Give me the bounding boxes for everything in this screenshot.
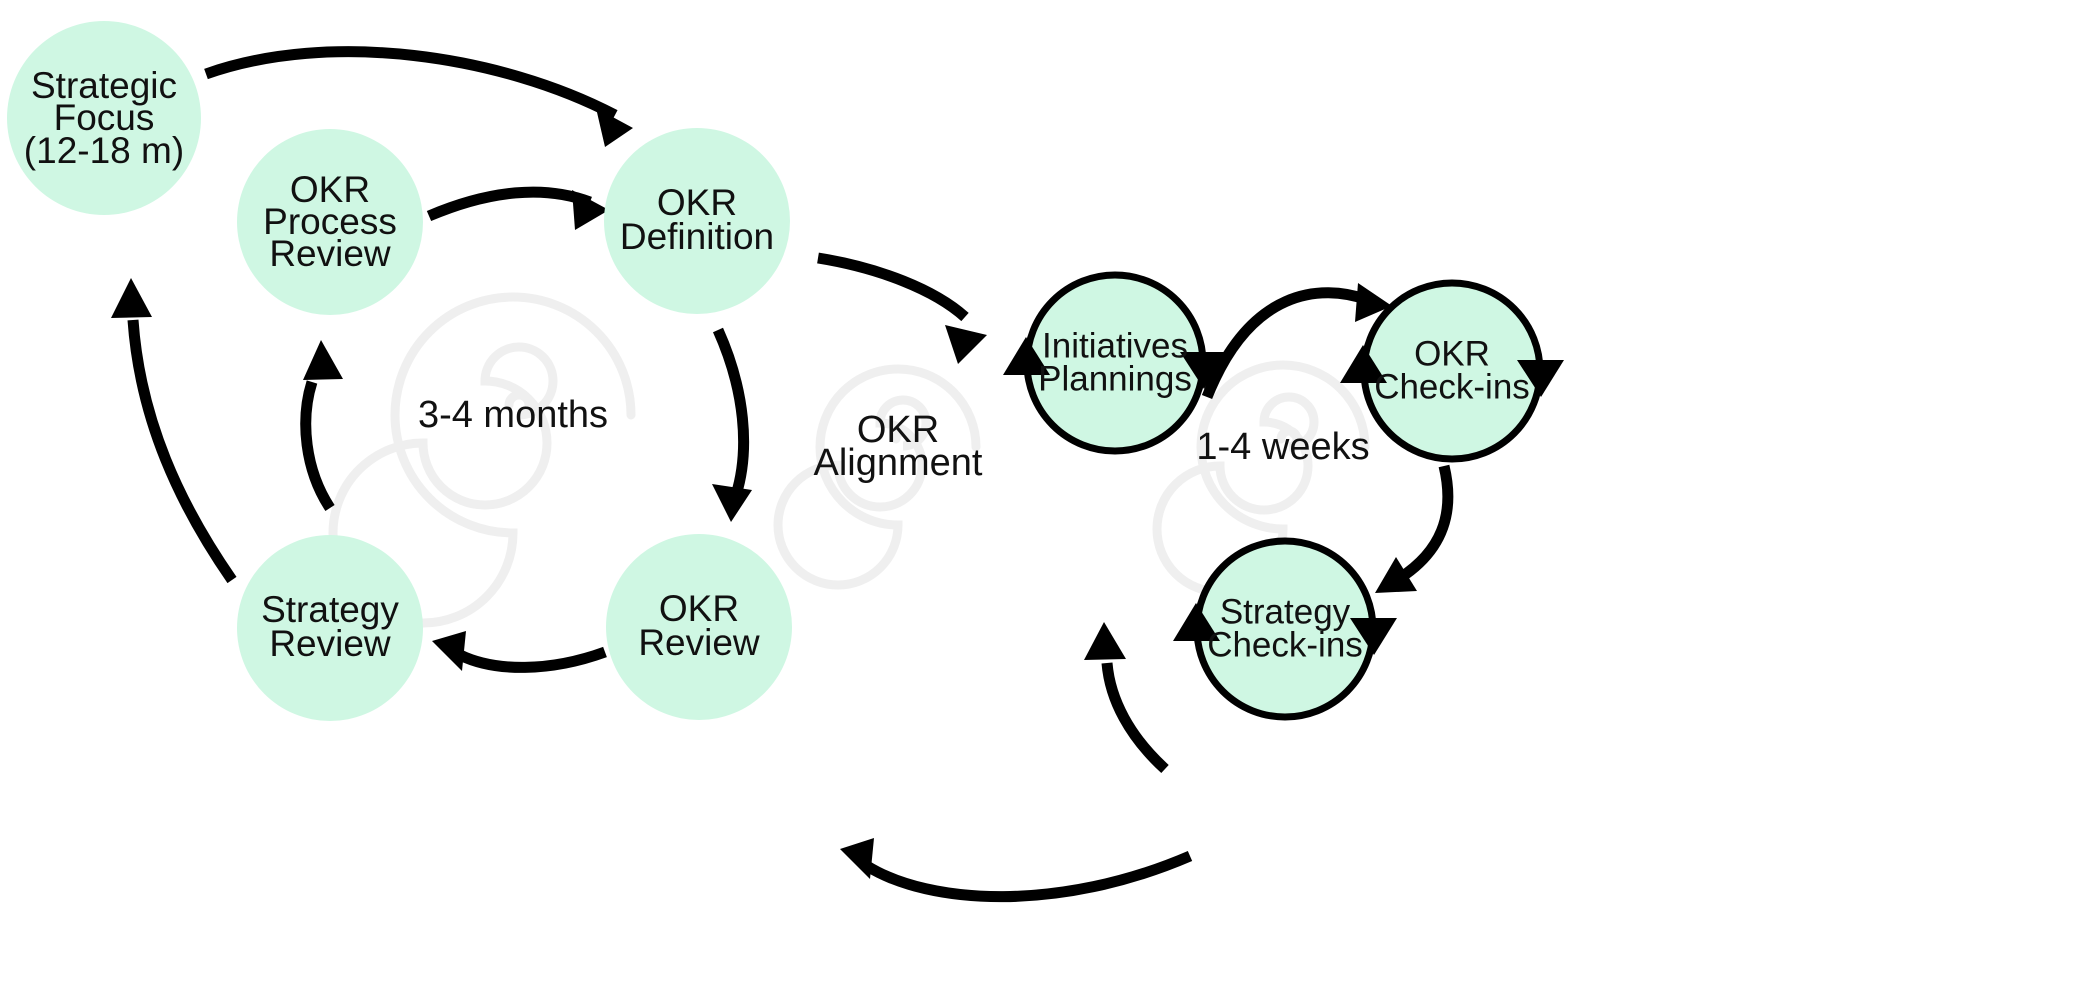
arrow-okr-process-review-to-okr-definition (426, 186, 609, 230)
loop-arrow-head-left (1340, 345, 1387, 383)
cycle-duration-text: 3-4 months (418, 394, 608, 436)
arrow-strategy-review-to-strategic-focus (111, 278, 237, 584)
node-strategy-review[interactable]: Strategy Review (237, 535, 423, 721)
node-label-line: Strategy (1220, 592, 1351, 631)
arrow-head (596, 108, 633, 147)
node-okr-definition[interactable]: OKR Definition (604, 128, 790, 314)
arrow-initiatives-plannings-to-okr-check-ins (1201, 283, 1392, 400)
node-circle[interactable] (604, 128, 790, 314)
node-label-line: OKR (657, 182, 737, 223)
arrow-head (1375, 557, 1417, 593)
node-strategic-focus[interactable]: Strategic Focus (12-18 m) (7, 21, 201, 215)
arrow-okr-check-ins-to-strategy-check-ins (1375, 464, 1454, 593)
node-label-line: Definition (620, 216, 774, 257)
arrow-head (945, 325, 987, 364)
cycle-duration-text: 1-4 weeks (1196, 426, 1369, 468)
node-okr-check-ins[interactable]: OKR Check-ins (1340, 279, 1564, 463)
spiral-okr-alignment (773, 364, 981, 590)
arrow-head (432, 631, 466, 671)
arrow-head (840, 838, 874, 879)
cycle-label-text-line: OKR (857, 409, 939, 451)
spiral-3-4-months (328, 292, 636, 628)
node-label-line: OKR (1414, 334, 1490, 373)
node-circle[interactable] (237, 535, 423, 721)
arrow-head (1084, 622, 1126, 660)
node-label-line: Review (269, 623, 391, 664)
loop-arrow-head-right (1350, 618, 1397, 655)
loop-arrow-head-right (1517, 360, 1564, 397)
arrow-okr-review-to-strategy-review (432, 631, 607, 673)
node-initiatives-plannings[interactable]: Initiatives Plannings (1003, 271, 1227, 455)
node-circle[interactable] (7, 21, 201, 215)
node-label-line: OKR (659, 588, 739, 629)
loop-arrow-head-left (1003, 337, 1050, 375)
cycle-label-text-line: Alignment (814, 442, 983, 484)
arrow-strategy-review-to-okr-process-review (300, 340, 343, 512)
node-label-line: Focus (54, 97, 155, 138)
arrow-okr-definition-to-initiatives-plannings (817, 252, 987, 364)
arrow-head (303, 340, 343, 380)
node-label-line: Strategy (261, 589, 399, 630)
spiral-1-4-weeks (1152, 360, 1370, 597)
node-circle[interactable] (606, 534, 792, 720)
node-strategy-check-ins[interactable]: Strategy Check-ins (1173, 537, 1397, 721)
node-label-line: (12-18 m) (24, 130, 184, 171)
node-okr-process-review[interactable]: OKR Process Review (237, 129, 423, 315)
cycle-label-3-4-months: 3-4 months (418, 394, 608, 436)
arrow-head (712, 484, 752, 522)
node-label-line: Check-ins (1374, 367, 1530, 406)
node-label-line: Review (269, 233, 391, 274)
node-label-line: Check-ins (1207, 625, 1363, 664)
node-label-line: Plannings (1038, 359, 1192, 398)
node-circle[interactable] (237, 129, 423, 315)
node-label-line: Strategic (31, 65, 177, 106)
node-okr-review[interactable]: OKR Review (606, 534, 792, 720)
arrow-okr-definition-to-okr-review (712, 327, 752, 522)
arrow-head (572, 190, 609, 230)
cycle-label-1-4-weeks: 1-4 weeks (1196, 426, 1369, 468)
arrow-head (111, 278, 152, 318)
arrow-strategy-check-ins-to-okr-review (840, 838, 1193, 903)
arrow-head (1355, 283, 1392, 322)
node-label-line: OKR (290, 169, 370, 210)
loop-arrow-head-left (1173, 603, 1220, 641)
arrow-strategy-check-ins-to-initiatives-plannings (1084, 622, 1169, 774)
node-label-line: Initiatives (1042, 326, 1188, 365)
cycle-label-okr-alignment: OKR Alignment (814, 409, 983, 484)
node-label-line: Review (638, 622, 760, 663)
arrow-strategic-focus-to-okr-definition (204, 46, 633, 147)
node-label-line: Process (263, 201, 397, 242)
loop-arrow-head-right (1180, 352, 1227, 389)
